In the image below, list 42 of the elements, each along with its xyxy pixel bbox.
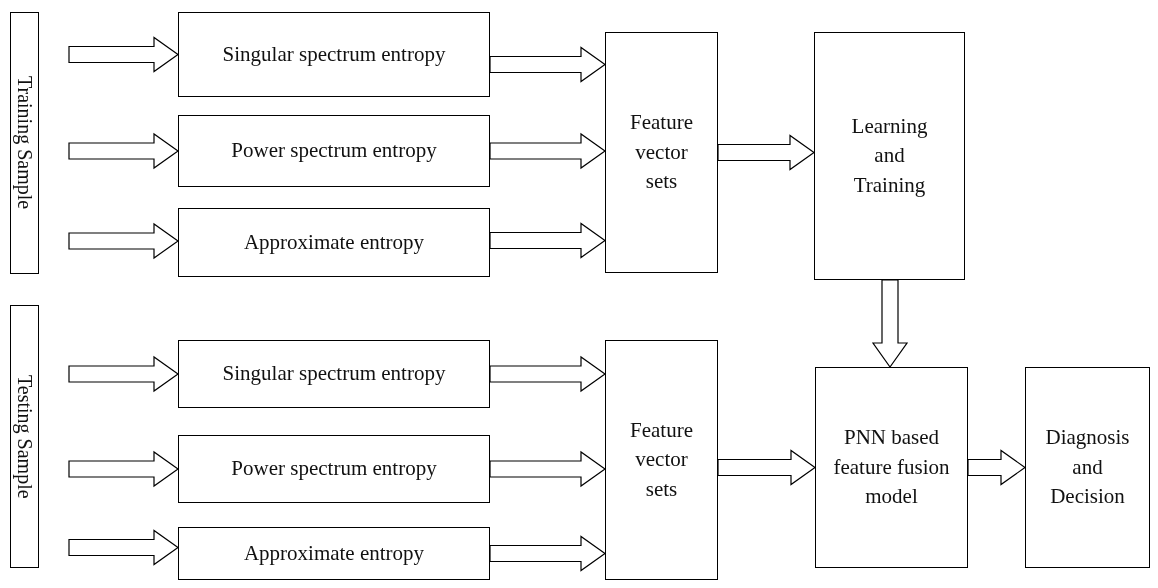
hollow-arrow xyxy=(489,355,607,393)
hollow-arrow xyxy=(717,134,816,171)
process-box xyxy=(178,527,490,580)
hollow-arrow xyxy=(489,535,607,572)
box-label: Singular spectrum entropy xyxy=(222,40,446,68)
process-box xyxy=(178,208,490,277)
box-label: Learning and Training xyxy=(850,112,929,199)
box-label: Feature vector sets xyxy=(629,416,694,503)
hollow-arrow xyxy=(489,132,607,170)
sample-box xyxy=(10,12,39,274)
box-label: PNN based feature fusion model xyxy=(832,424,951,511)
hollow-arrow xyxy=(68,529,180,566)
hollow-arrow xyxy=(68,222,180,260)
box-label: Approximate entropy xyxy=(243,228,425,256)
process-box xyxy=(178,435,490,503)
box-label: Power spectrum entropy xyxy=(231,137,437,165)
hollow-arrow xyxy=(489,450,607,488)
hollow-arrow xyxy=(68,36,180,73)
hollow-arrow xyxy=(489,46,607,83)
box-label: Singular spectrum entropy xyxy=(222,360,446,388)
process-box xyxy=(1025,367,1150,568)
hollow-arrow xyxy=(68,450,180,488)
process-box xyxy=(814,32,965,280)
process-box xyxy=(178,115,490,187)
box-label: Approximate entropy xyxy=(243,539,425,567)
hollow-arrow xyxy=(68,132,180,170)
box-label: Power spectrum entropy xyxy=(231,455,437,483)
process-box xyxy=(815,367,968,568)
process-box xyxy=(605,32,718,273)
box-label: Feature vector sets xyxy=(629,109,694,196)
process-box xyxy=(178,340,490,408)
hollow-arrow xyxy=(489,222,607,259)
hollow-arrow xyxy=(871,279,909,369)
box-label: Diagnosis and Decision xyxy=(1044,424,1131,511)
box-label: Testing Sample xyxy=(12,374,37,499)
sample-box xyxy=(10,305,39,568)
hollow-arrow xyxy=(967,449,1027,486)
box-label: Training Sample xyxy=(12,76,37,210)
hollow-arrow xyxy=(717,449,817,486)
process-box xyxy=(605,340,718,580)
process-box xyxy=(178,12,490,97)
hollow-arrow xyxy=(68,355,180,393)
